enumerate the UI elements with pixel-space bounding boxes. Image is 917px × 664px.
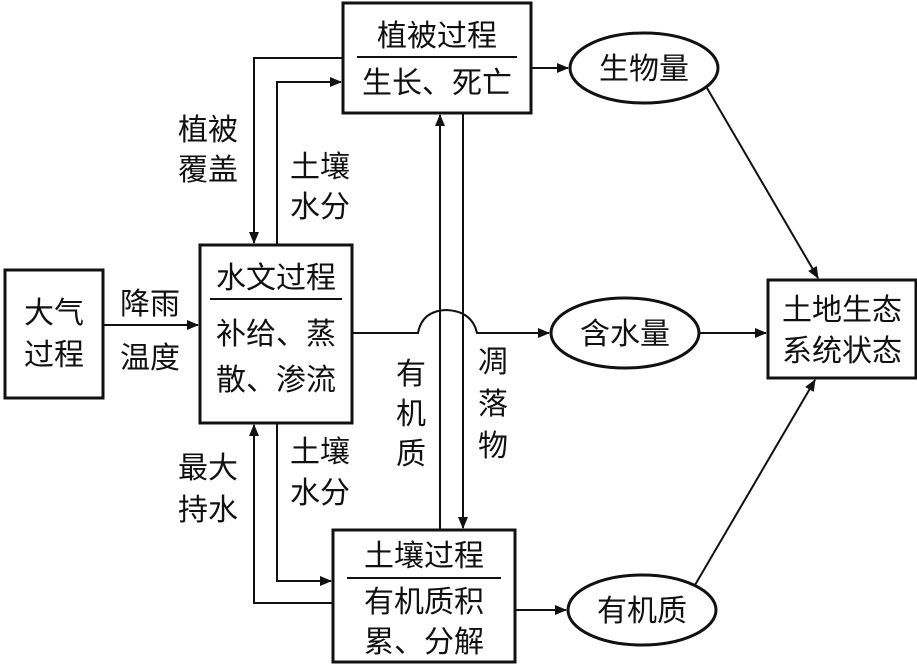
soil-label-line2: 累、分解 [364, 625, 484, 660]
organic-label-char3: 质 [396, 437, 426, 472]
soil-box [331, 528, 517, 664]
organic-label-char2: 机 [396, 397, 426, 432]
arrow-organic-matter-to-land-state [694, 379, 816, 586]
biomass-label: 生物量 [599, 52, 689, 87]
rain-temp-label-line1: 降雨 [120, 287, 180, 322]
water-content-label: 含水量 [580, 317, 670, 352]
litter-label-char3: 物 [478, 429, 508, 464]
arrow-vegetation-to-hydrology [249, 57, 343, 244]
soil-water-up-label-line1: 土壤 [290, 150, 350, 185]
organic-label-char1: 有 [396, 357, 426, 392]
land-state-label-line1: 土地生态 [782, 293, 902, 328]
hydrology-title: 水文过程 [216, 261, 336, 296]
land-state-box [766, 278, 917, 380]
hydrology-label-line2: 散、渗流 [216, 363, 336, 398]
veg-cover-label-line2: 覆盖 [178, 153, 238, 188]
soil-label-line1: 有机质积 [364, 585, 484, 620]
biomass-ellipse [568, 31, 720, 105]
veg-cover-label-line1: 植被 [178, 113, 238, 148]
vegetation-label-line1: 生长、死亡 [362, 66, 512, 101]
soil-water-down-label-line2: 水分 [290, 476, 350, 511]
vegetation-title: 植被过程 [377, 19, 497, 54]
atmosphere-label-line2: 过程 [24, 338, 84, 373]
land-state-label-line2: 系统状态 [782, 334, 902, 369]
litter-label-char1: 凋 [478, 345, 508, 380]
arrow-biomass-to-land-state [706, 87, 819, 279]
max-holding-label-line2: 持水 [178, 493, 238, 528]
organic-matter-label: 有机质 [597, 594, 687, 629]
atmosphere-box [3, 268, 105, 400]
soil-title: 土壤过程 [364, 539, 484, 574]
arrow-soil-to-hydrology [249, 424, 333, 604]
organic-matter-ellipse [566, 573, 718, 647]
arrow-hydrology-to-vegetation [276, 77, 342, 245]
soil-water-down-label-line1: 土壤 [290, 435, 350, 470]
litter-label-char2: 落 [478, 387, 508, 422]
atmosphere-label-line1: 大气 [24, 296, 84, 331]
rain-temp-label-line2: 温度 [120, 341, 180, 376]
max-holding-label-line1: 最大 [178, 451, 238, 486]
arrow-hydrology-to-soil [276, 423, 332, 586]
arrow-hydrology-to-water-content [352, 308, 550, 338]
hydrology-label-line1: 补给、蒸 [216, 317, 336, 352]
soil-water-up-label-line2: 水分 [290, 190, 350, 225]
